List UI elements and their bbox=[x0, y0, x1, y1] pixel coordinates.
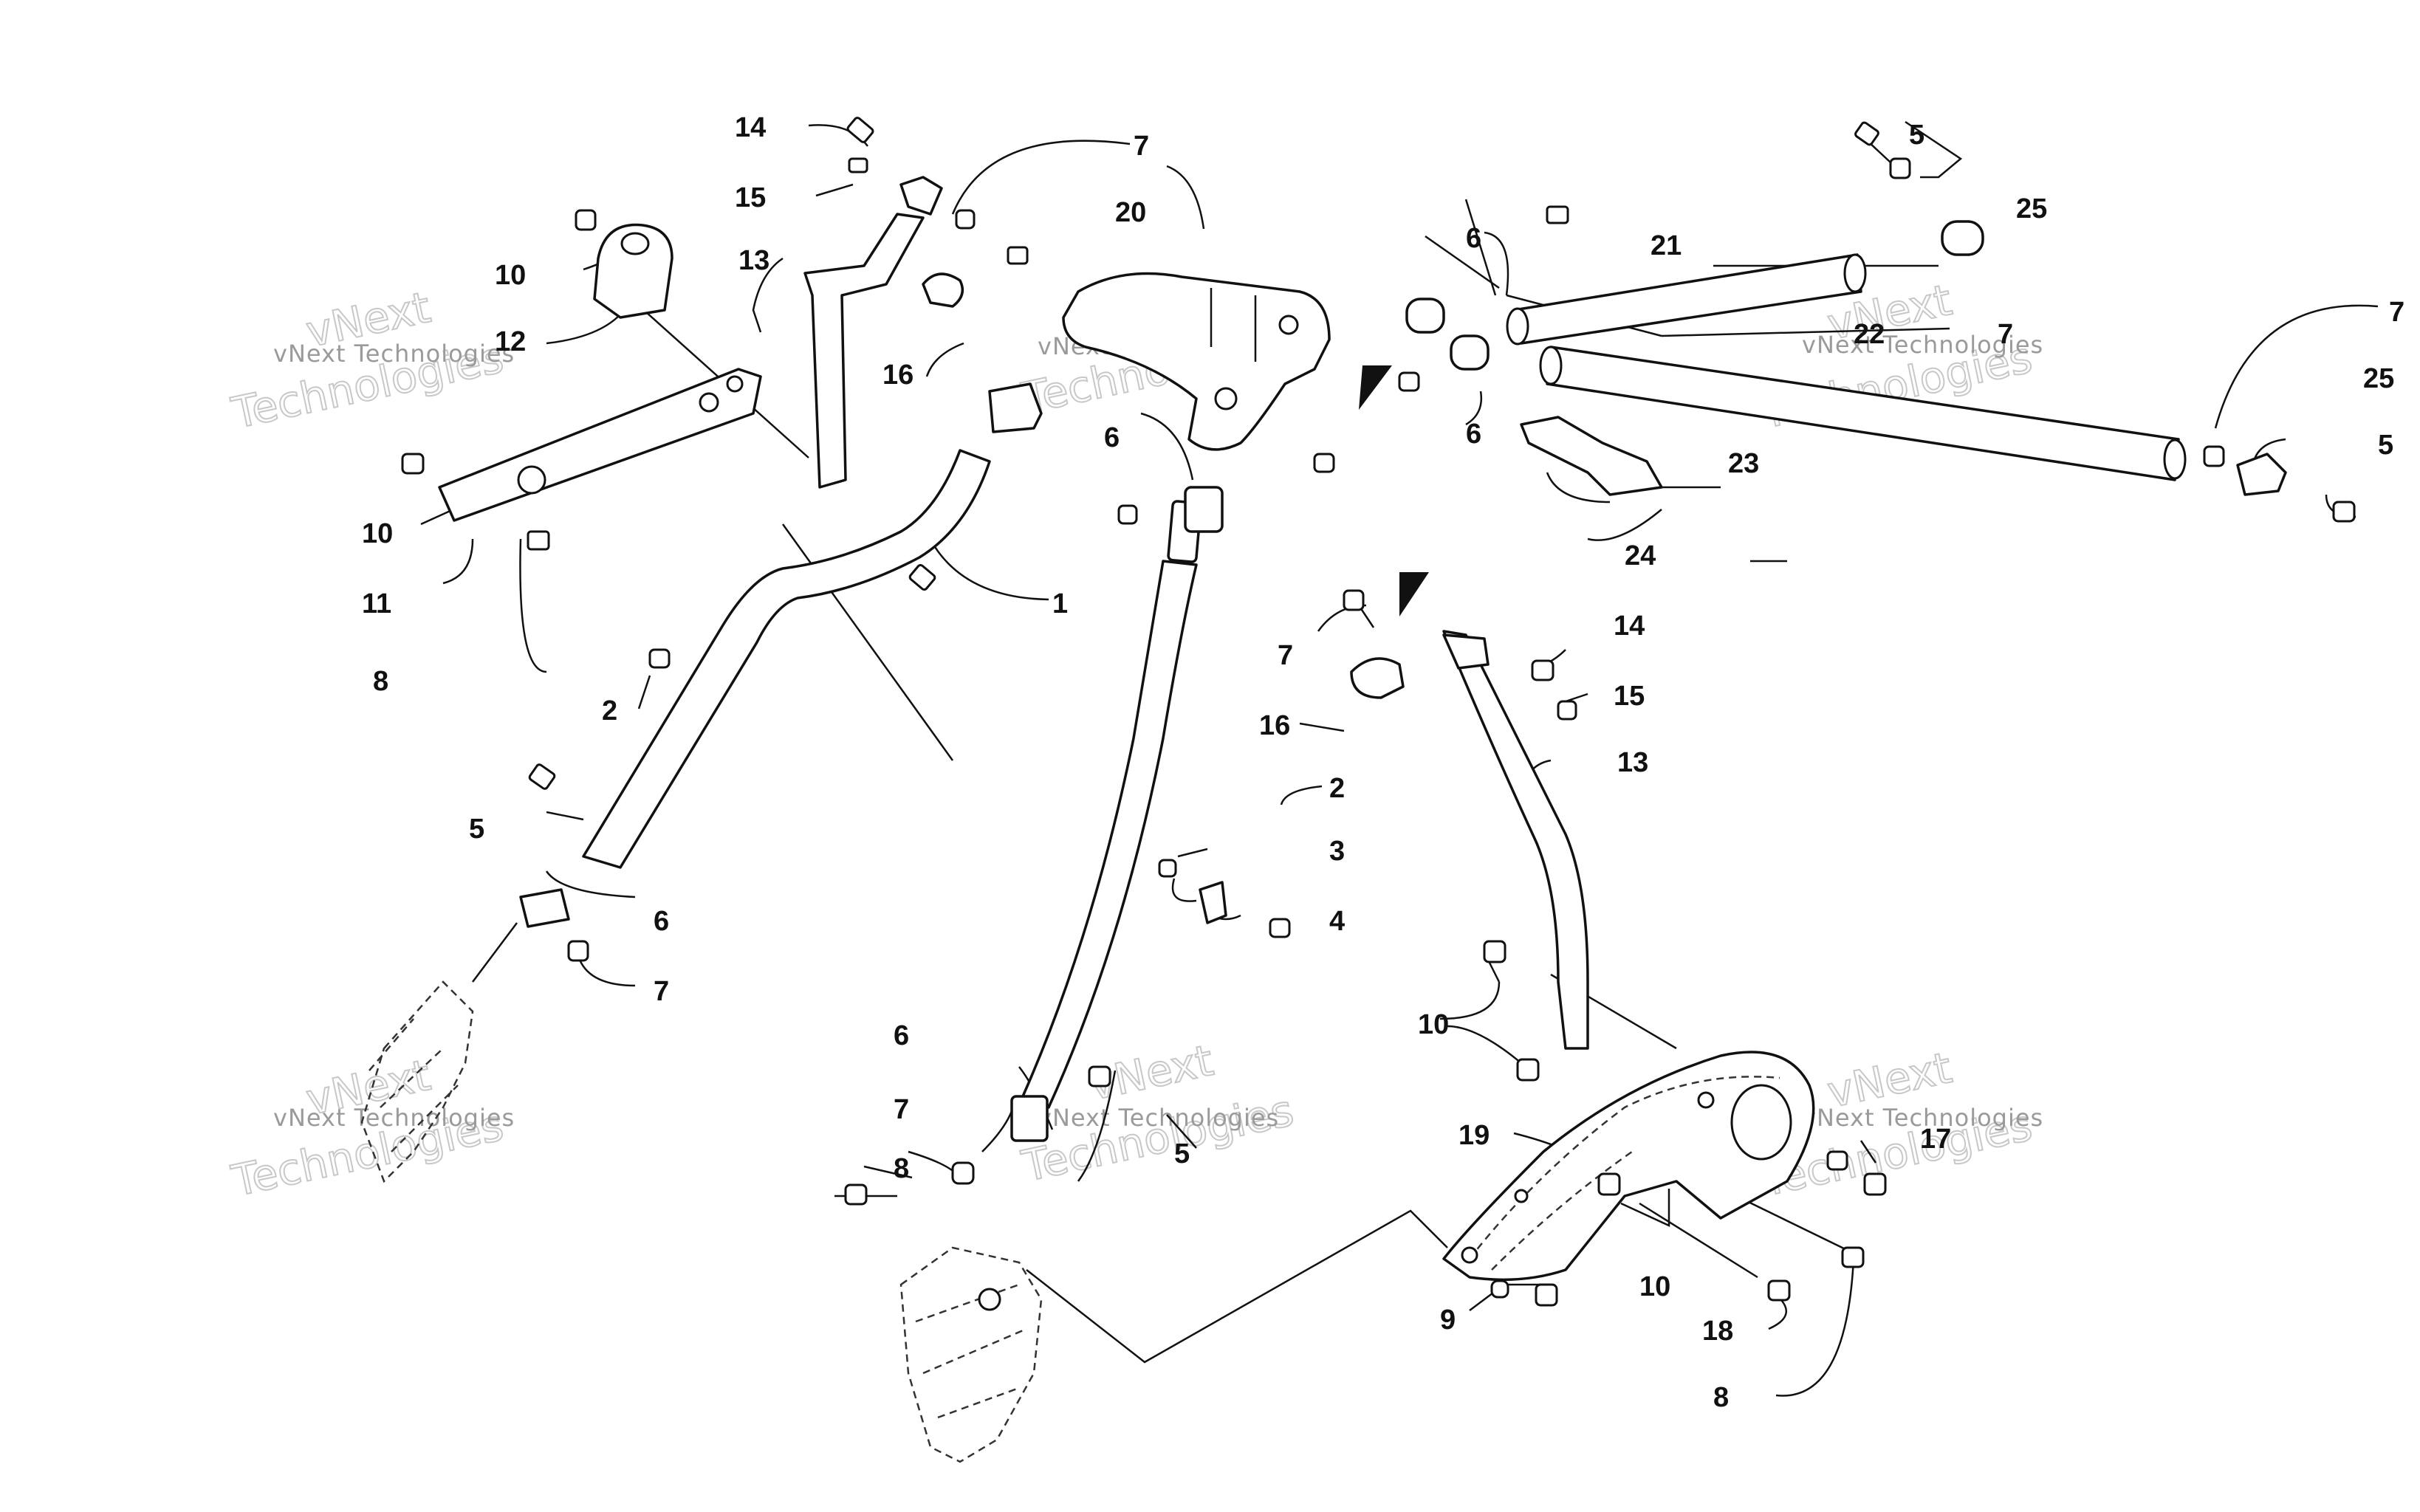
callout-8: 8 bbox=[1713, 1382, 1729, 1413]
callout-14: 14 bbox=[735, 112, 766, 143]
gusset-plate-17 bbox=[1442, 1051, 1815, 1282]
callout-6: 6 bbox=[894, 1020, 909, 1051]
clamp-6-small bbox=[1184, 486, 1224, 533]
tube-21 bbox=[1506, 253, 1867, 346]
bushing-6-mid bbox=[1450, 334, 1490, 371]
callout-6: 6 bbox=[654, 906, 669, 937]
callout-16: 16 bbox=[1259, 710, 1290, 741]
callout-2: 2 bbox=[602, 695, 617, 726]
callout-6: 6 bbox=[1466, 223, 1481, 254]
top-clip bbox=[899, 176, 943, 216]
callout-9: 9 bbox=[1440, 1305, 1456, 1336]
callout-25: 25 bbox=[2363, 363, 2394, 394]
hardware bbox=[401, 117, 2356, 1307]
callout-6: 6 bbox=[1466, 419, 1481, 450]
bracket-23 bbox=[1520, 416, 1663, 496]
callout-7: 7 bbox=[2389, 297, 2404, 328]
callout-12: 12 bbox=[495, 326, 526, 357]
callout-2: 2 bbox=[1329, 773, 1345, 804]
callout-10: 10 bbox=[1418, 1009, 1449, 1040]
callout-13: 13 bbox=[1617, 747, 1648, 778]
callout-14: 14 bbox=[1614, 611, 1645, 642]
callout-10: 10 bbox=[362, 518, 393, 549]
callout-5: 5 bbox=[1909, 120, 1924, 151]
arrow-marker bbox=[1399, 572, 1429, 616]
tube-left bbox=[582, 449, 991, 869]
clamp-16-upper bbox=[922, 272, 964, 308]
callout-8: 8 bbox=[373, 666, 388, 697]
frame-sketch-left bbox=[360, 980, 474, 1183]
callout-15: 15 bbox=[1614, 681, 1645, 712]
tube-end-sleeve bbox=[1010, 1095, 1049, 1142]
bushing-6-top bbox=[1405, 298, 1445, 334]
stay-13-left bbox=[803, 213, 925, 489]
callout-5: 5 bbox=[469, 814, 484, 845]
watermark-small: vNext Technologies bbox=[1802, 1104, 2043, 1132]
tube-22 bbox=[1539, 346, 2187, 481]
stay-13-right bbox=[1442, 630, 1589, 1050]
callout-25: 25 bbox=[2016, 193, 2047, 224]
clamp-6-center bbox=[988, 382, 1043, 433]
callout-7: 7 bbox=[894, 1094, 909, 1125]
clamp-6-lowerleft bbox=[519, 888, 570, 928]
callout-6: 6 bbox=[1104, 422, 1120, 453]
callout-22: 22 bbox=[1854, 319, 1885, 350]
leader-lines bbox=[420, 120, 2379, 1397]
callout-17: 17 bbox=[1920, 1124, 1951, 1155]
arrow-marker bbox=[1359, 365, 1392, 410]
callout-7: 7 bbox=[1278, 640, 1293, 671]
callout-10: 10 bbox=[495, 260, 526, 291]
callout-24: 24 bbox=[1625, 540, 1656, 571]
watermark-small: vNext Technologies bbox=[273, 1104, 515, 1132]
bracket-arm-left bbox=[438, 368, 762, 522]
callout-18: 18 bbox=[1702, 1316, 1733, 1347]
bracket-20 bbox=[1062, 272, 1331, 451]
callout-19: 19 bbox=[1458, 1120, 1490, 1151]
callout-7: 7 bbox=[654, 976, 669, 1007]
callout-1: 1 bbox=[1052, 588, 1068, 619]
callout-7: 7 bbox=[1134, 131, 1149, 162]
callout-11: 11 bbox=[362, 588, 391, 619]
callouts: 14 15 7 10 12 13 20 6 16 6 10 11 8 1 2 5… bbox=[362, 112, 2404, 1413]
watermark-big: Technologies bbox=[1018, 1085, 1298, 1192]
frame-sketch-center bbox=[899, 1246, 1043, 1463]
clip-3 bbox=[1199, 881, 1227, 924]
bracket-12 bbox=[593, 223, 673, 319]
callout-5: 5 bbox=[2378, 430, 2393, 461]
callout-23: 23 bbox=[1728, 448, 1759, 479]
callout-4: 4 bbox=[1329, 906, 1345, 937]
callout-20: 20 bbox=[1115, 197, 1146, 228]
callout-5: 5 bbox=[1174, 1138, 1190, 1169]
cap-25-upper bbox=[1941, 220, 1984, 256]
callout-21: 21 bbox=[1651, 230, 1682, 261]
callout-15: 15 bbox=[735, 182, 766, 213]
callout-10: 10 bbox=[1639, 1271, 1670, 1302]
watermark-small: vNext Technologies bbox=[1802, 331, 2043, 359]
cap-25-lower bbox=[2236, 453, 2287, 496]
callout-13: 13 bbox=[738, 245, 769, 276]
callout-3: 3 bbox=[1329, 836, 1345, 867]
callout-8: 8 bbox=[894, 1153, 909, 1184]
callout-7: 7 bbox=[1998, 319, 2013, 350]
watermark-small: vNext Technologies bbox=[1038, 1104, 1279, 1132]
tube-right bbox=[1021, 500, 1202, 1109]
callout-16: 16 bbox=[882, 360, 914, 391]
clamp-16-lower bbox=[1350, 657, 1405, 699]
watermark-small: vNext Technologies bbox=[273, 340, 515, 368]
